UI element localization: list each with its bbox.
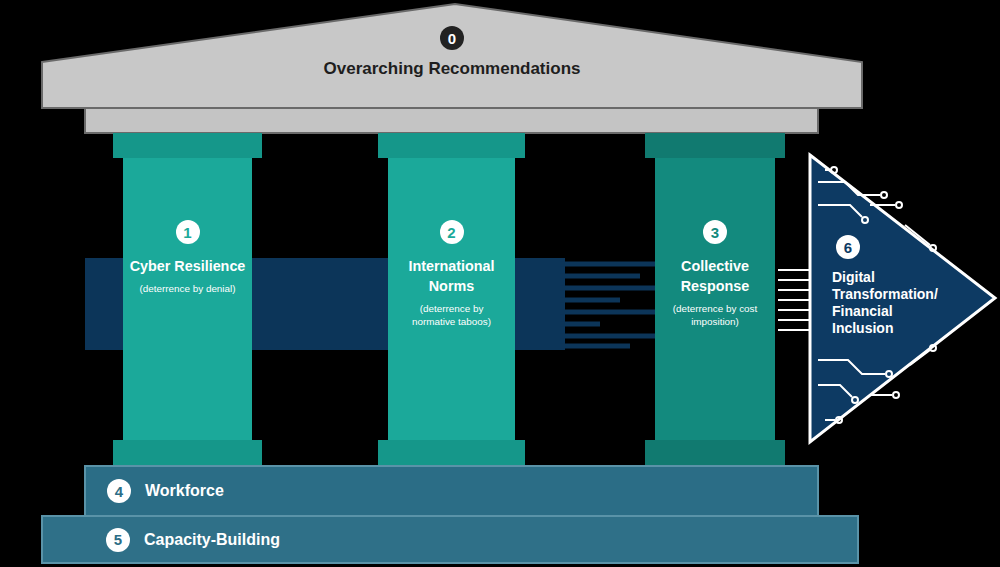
subtitle-text: (deterrence by denial) [129,282,245,295]
roof [42,4,862,108]
pillar-box: Collective Response (deterrence by cost i… [655,158,775,440]
heading-text: Workforce [145,482,224,500]
subtitle-text: (deterrence by cost imposition) [655,302,775,328]
arrow-box: Digital Transformation/ Financial Inclus… [832,235,964,345]
callout-number: 2 [440,220,464,244]
heading-text: Cyber Resilience [126,256,250,276]
capital [378,133,525,158]
subtitle-text: (deterrence by normative taboos) [388,302,515,328]
capital [113,133,262,158]
roof-beam [85,108,818,133]
number-text: 0 [448,30,456,47]
pillar-shaft [388,158,515,440]
pillar-base [378,440,525,466]
heading-text: Digital Transformation/ Financial Inclus… [832,269,957,337]
pillar-base [113,440,262,466]
roof-box: Overarching Recommendations 0 [42,4,862,108]
step-box: Workforce 4 [85,466,818,516]
number-text: 5 [114,531,122,548]
arrow-stripes [778,270,812,330]
pillar-shaft [655,158,775,440]
step-box: Capacity-Building 5 [42,516,858,563]
capital [645,133,785,158]
band-stripes [560,264,655,346]
callout-number: 1 [176,220,200,244]
arrow-shape [810,155,995,442]
heading-text: Overarching Recommendations [324,59,581,79]
heading-text: International Norms [388,256,515,296]
callout-number: 0 [440,26,464,50]
pillar-box: International Norms (deterrence by normat… [388,158,515,440]
heading-text: Collective Response [655,256,775,296]
callout-number: 5 [106,528,130,552]
callout-number: 3 [703,220,727,244]
pillar-box: Cyber Resilience (deterrence by denial) 1 [123,158,252,440]
callout-number: 4 [107,479,131,503]
heading-text: Capacity-Building [144,531,280,549]
number-text: 3 [711,224,719,241]
pillar-shaft [123,158,252,440]
callout-number: 6 [836,235,860,259]
number-text: 6 [844,239,852,256]
step [85,466,818,516]
pillar-base [645,440,785,466]
number-text: 4 [115,483,123,500]
step [42,516,858,563]
number-text: 1 [183,224,191,241]
number-text: 2 [447,224,455,241]
